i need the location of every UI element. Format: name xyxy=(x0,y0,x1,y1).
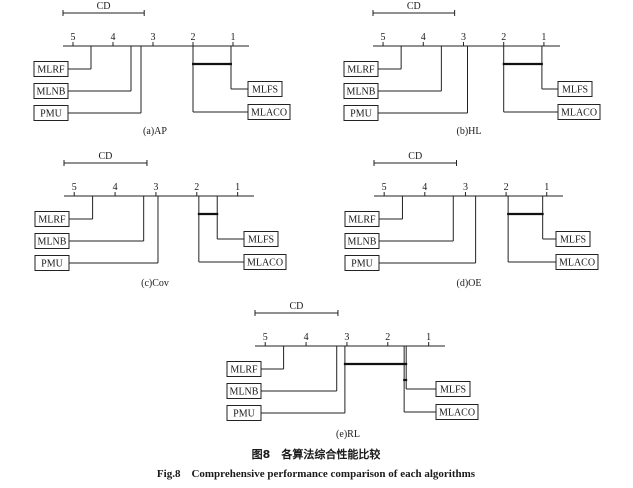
axis-tick-label: 1 xyxy=(426,332,431,343)
label-box-mlaco xyxy=(555,254,599,270)
figure-caption-cn: 图8 各算法综合性能比较 xyxy=(252,447,381,461)
axis-tick-label: 4 xyxy=(111,32,116,43)
method-label-mlaco: MLACO xyxy=(561,108,597,119)
label-box-mlfs xyxy=(557,81,593,97)
axis-tick-label: 5 xyxy=(263,332,268,343)
axis-tick-label: 1 xyxy=(231,32,236,43)
figure-caption-en: Fig.8 Comprehensive performance comparis… xyxy=(157,468,476,480)
method-label-mlrf: MLRF xyxy=(230,365,258,376)
cd-label: CD xyxy=(99,151,113,162)
cd-label: CD xyxy=(408,151,422,162)
method-label-mlaco: MLACO xyxy=(439,408,475,419)
axis-tick-label: 1 xyxy=(544,182,549,193)
label-box-mlnb xyxy=(343,83,379,99)
label-box-mlrf xyxy=(226,361,262,377)
label-box-pmu xyxy=(344,255,380,271)
method-label-pmu: PMU xyxy=(351,259,373,270)
cd-label: CD xyxy=(290,301,304,312)
axis-tick-label: 4 xyxy=(304,332,309,343)
method-label-mlfs: MLFS xyxy=(248,235,274,246)
axis-tick-label: 5 xyxy=(382,182,387,193)
label-box-mlnb xyxy=(34,233,70,249)
label-box-mlfs xyxy=(555,231,591,247)
axis-tick-label: 3 xyxy=(153,182,158,193)
method-label-mlnb: MLNB xyxy=(37,87,66,98)
method-label-mlfs: MLFS xyxy=(252,85,278,96)
method-label-mlnb: MLNB xyxy=(38,237,67,248)
axis-tick-label: 5 xyxy=(71,32,76,43)
label-box-mlaco xyxy=(435,404,479,420)
panel-caption: (e)RL xyxy=(336,429,360,440)
axis-tick-label: 5 xyxy=(72,182,77,193)
method-label-mlaco: MLACO xyxy=(559,258,595,269)
method-label-pmu: PMU xyxy=(233,409,255,420)
method-label-mlaco: MLACO xyxy=(251,108,287,119)
axis-tick-label: 5 xyxy=(381,32,386,43)
axis-tick-label: 3 xyxy=(344,332,349,343)
axis-tick-label: 4 xyxy=(421,32,426,43)
method-label-mlrf: MLRF xyxy=(347,65,375,76)
method-label-mlfs: MLFS xyxy=(560,235,586,246)
method-label-pmu: PMU xyxy=(350,109,372,120)
label-box-pmu xyxy=(34,255,70,271)
panel-caption: (c)Cov xyxy=(141,278,169,289)
label-box-mlfs xyxy=(243,231,279,247)
label-box-mlfs xyxy=(247,81,283,97)
method-label-pmu: PMU xyxy=(41,259,63,270)
label-box-mlaco xyxy=(557,104,601,120)
label-box-mlaco xyxy=(243,254,287,270)
axis-tick-label: 1 xyxy=(541,32,546,43)
label-box-mlnb xyxy=(33,83,69,99)
method-label-mlnb: MLNB xyxy=(347,87,376,98)
method-label-mlnb: MLNB xyxy=(230,387,259,398)
panel-caption: (a)AP xyxy=(143,126,167,137)
label-box-pmu xyxy=(343,105,379,121)
axis-tick-label: 4 xyxy=(113,182,118,193)
method-label-mlaco: MLACO xyxy=(247,258,283,269)
label-box-pmu xyxy=(226,405,262,421)
label-box-mlrf xyxy=(344,211,380,227)
cd-label: CD xyxy=(407,1,421,12)
method-label-mlnb: MLNB xyxy=(348,237,377,248)
axis-tick-label: 2 xyxy=(191,32,196,43)
label-box-mlfs xyxy=(435,381,471,397)
label-box-mlrf xyxy=(33,61,69,77)
label-box-mlrf xyxy=(34,211,70,227)
axis-tick-label: 3 xyxy=(461,32,466,43)
axis-tick-label: 2 xyxy=(501,32,506,43)
method-label-mlfs: MLFS xyxy=(440,385,466,396)
method-label-mlrf: MLRF xyxy=(37,65,65,76)
axis-tick-label: 3 xyxy=(463,182,468,193)
axis-tick-label: 4 xyxy=(422,182,427,193)
axis-tick-label: 1 xyxy=(235,182,240,193)
label-box-mlaco xyxy=(247,104,291,120)
label-box-mlrf xyxy=(343,61,379,77)
panel-caption: (b)HL xyxy=(457,126,482,137)
label-box-mlnb xyxy=(344,233,380,249)
method-label-mlrf: MLRF xyxy=(348,215,376,226)
axis-tick-label: 2 xyxy=(504,182,509,193)
axis-tick-label: 3 xyxy=(151,32,156,43)
axis-tick-label: 2 xyxy=(385,332,390,343)
method-label-mlfs: MLFS xyxy=(562,85,588,96)
label-box-mlnb xyxy=(226,383,262,399)
panel-caption: (d)OE xyxy=(457,278,482,289)
label-box-pmu xyxy=(33,105,69,121)
axis-tick-label: 2 xyxy=(194,182,199,193)
method-label-pmu: PMU xyxy=(40,109,62,120)
method-label-mlrf: MLRF xyxy=(38,215,66,226)
cd-label: CD xyxy=(97,1,111,12)
